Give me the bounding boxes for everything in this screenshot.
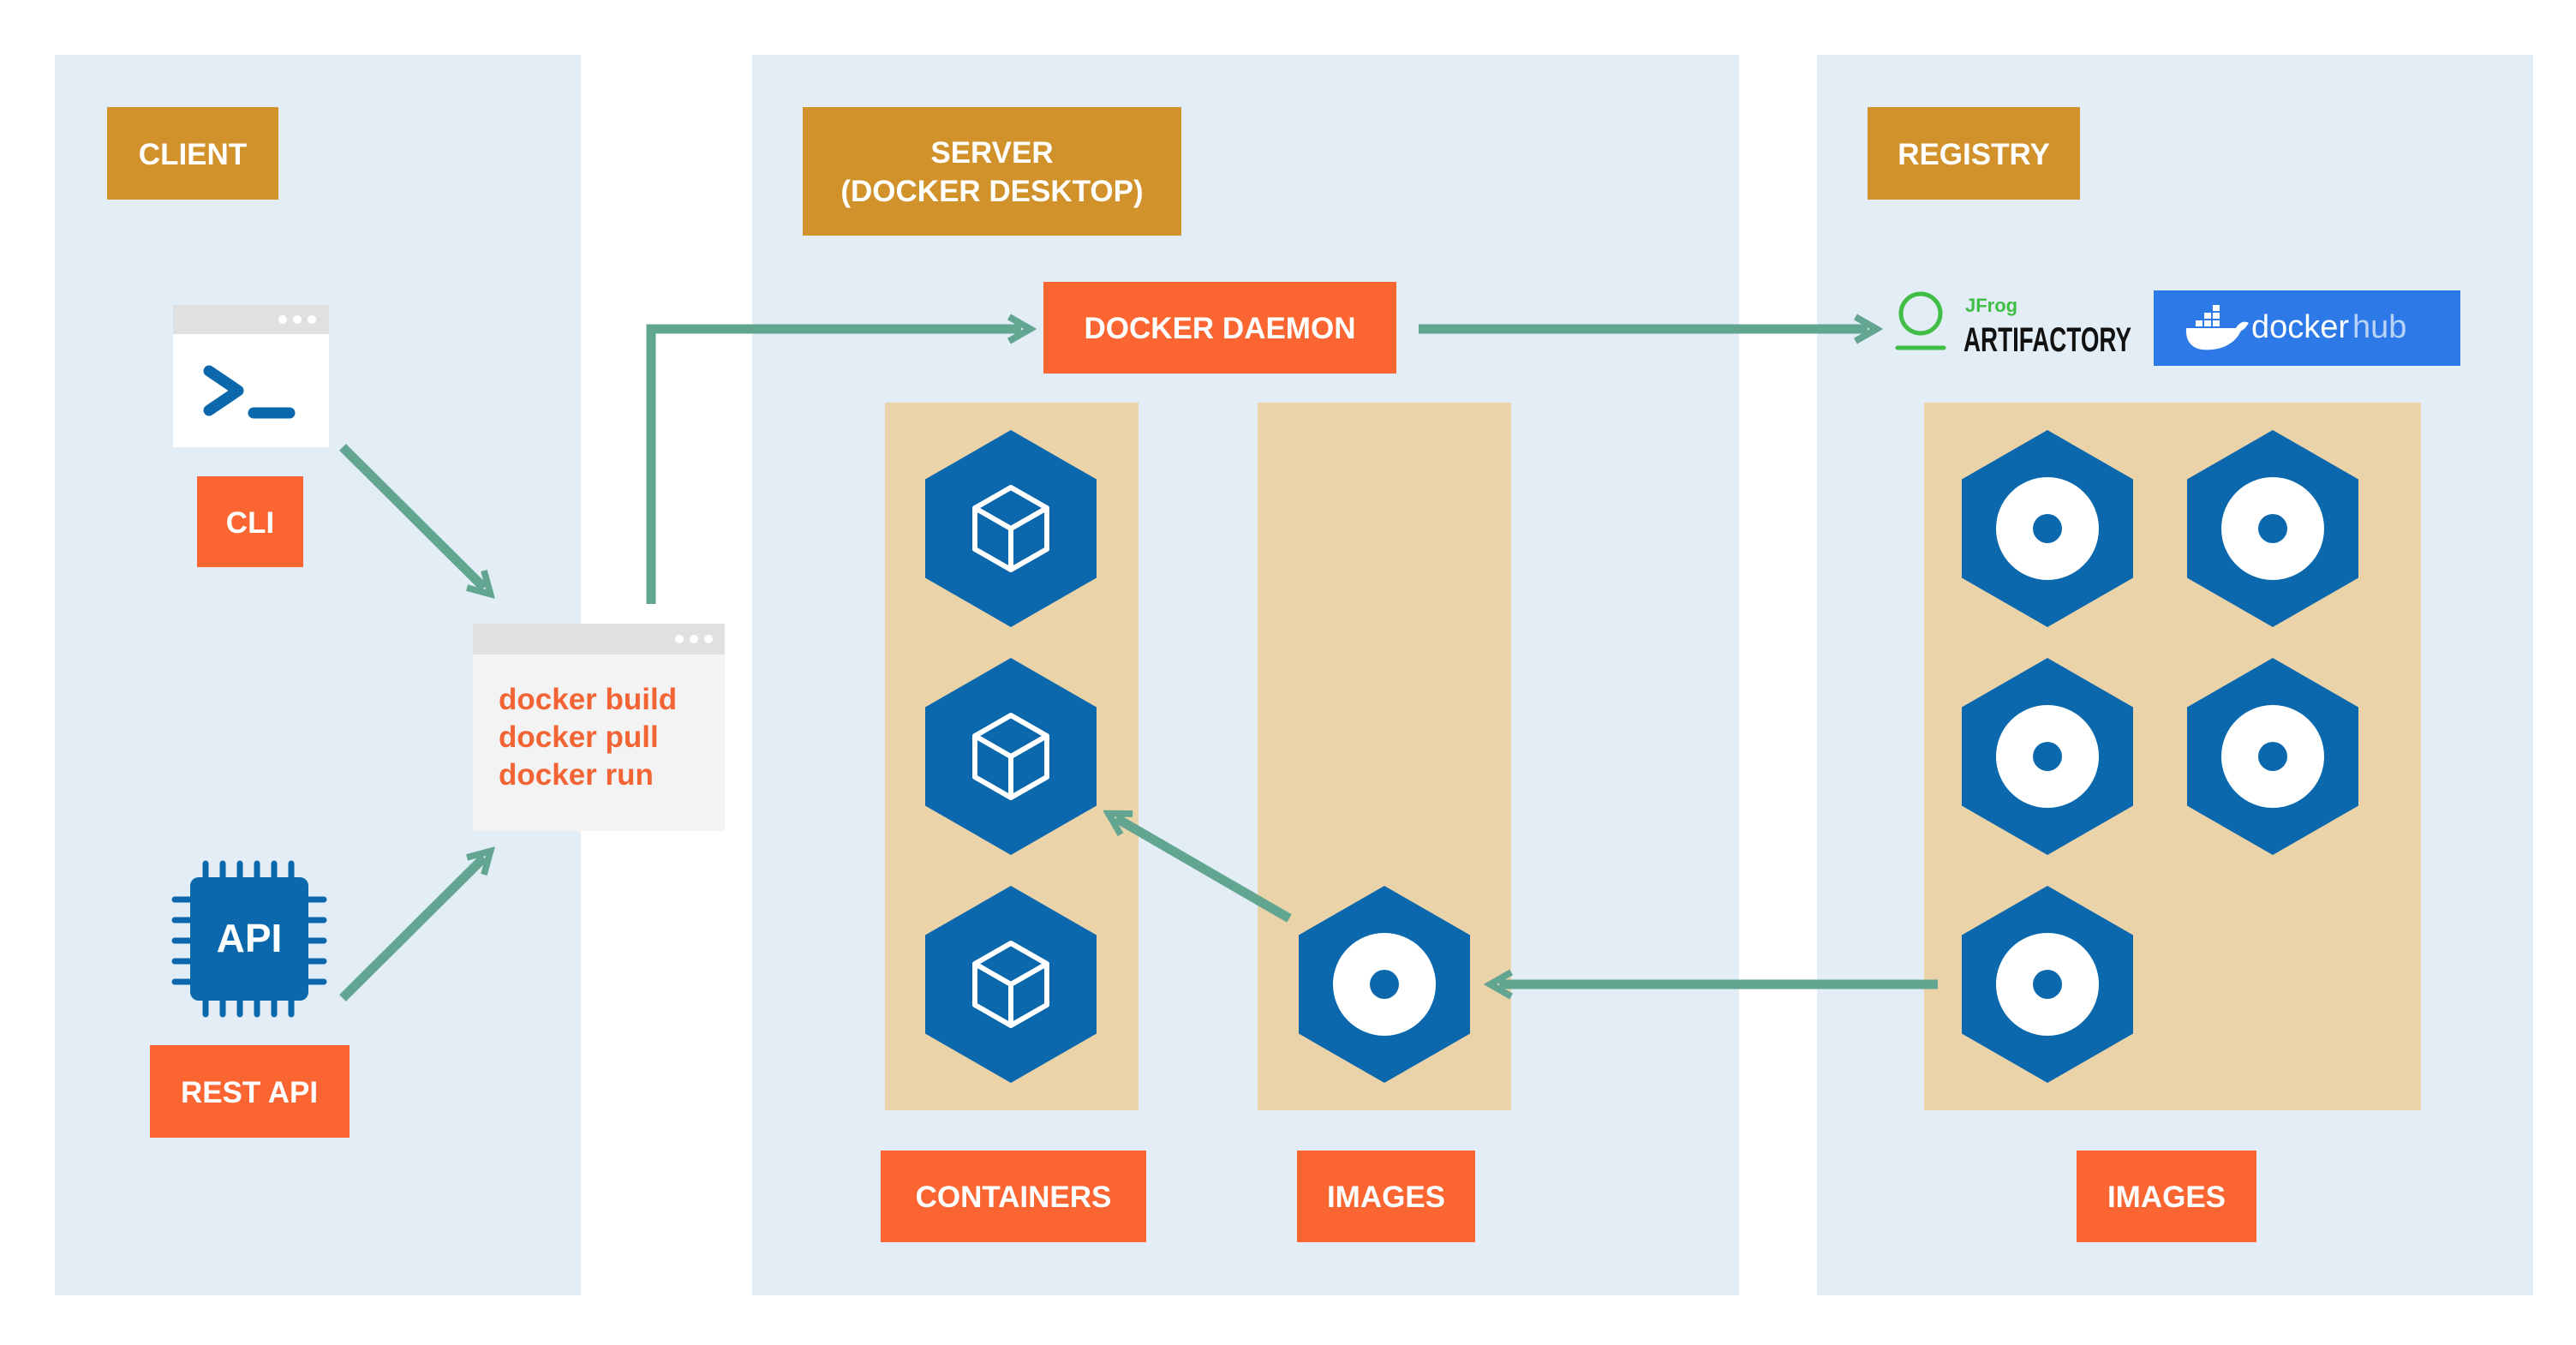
rest-api-label: REST API: [150, 1045, 350, 1138]
container-hex: [925, 886, 1097, 1083]
chip-icon: API: [171, 860, 327, 1018]
registry-title-tag: REGISTRY: [1868, 107, 2080, 200]
containers-label: CONTAINERS: [881, 1151, 1146, 1242]
svg-text:CLI: CLI: [226, 506, 274, 540]
artifactory-text: ARTIFACTORY: [1963, 321, 2131, 359]
arrow-commands-to-daemon: [646, 329, 1021, 604]
commands-window: docker build docker pull docker run: [473, 624, 725, 831]
docker-hub-word1: docker: [2251, 309, 2349, 345]
arrow-image-to-container: [1116, 818, 1292, 923]
registry-title: REGISTRY: [1898, 138, 2050, 171]
registry-image-hex: [1962, 430, 2133, 627]
registry-image-hex: [2187, 430, 2358, 627]
terminal-icon: [173, 305, 329, 447]
arrow-api-to-commands: [339, 858, 484, 1001]
svg-text:DOCKER DAEMON: DOCKER DAEMON: [1085, 312, 1356, 345]
svg-text:REST API: REST API: [181, 1076, 318, 1109]
server-title-line1: SERVER: [930, 136, 1053, 170]
docker-whale-icon: [2185, 305, 2249, 350]
registry-images-label: IMAGES: [2077, 1151, 2256, 1242]
jfrog-small-text: JFrog: [1965, 295, 2017, 316]
arrow-cli-to-commands: [339, 444, 484, 588]
server-title-line2: (DOCKER DESKTOP): [840, 175, 1143, 208]
server-images-label: IMAGES: [1297, 1151, 1475, 1242]
docker-hub-logo: docker hub: [2154, 290, 2460, 366]
command-run: docker run: [499, 758, 654, 792]
container-hex: [925, 658, 1097, 855]
registry-image-hex: [1962, 658, 2133, 855]
server-title-tag: SERVER (DOCKER DESKTOP): [803, 107, 1181, 236]
registry-image-hexes: [1962, 430, 2358, 1083]
client-title: CLIENT: [139, 138, 247, 171]
registry-image-hex: [2187, 658, 2358, 855]
jfrog-artifactory-logo: JFrog ARTIFACTORY: [1895, 291, 2131, 359]
container-hexes: [925, 430, 1097, 1083]
command-pull: docker pull: [499, 720, 659, 754]
registry-image-hex: [1962, 886, 2133, 1083]
api-chip-text: API: [217, 916, 283, 960]
cli-label: CLI: [197, 476, 303, 567]
docker-daemon: DOCKER DAEMON: [1043, 282, 1396, 374]
svg-text:IMAGES: IMAGES: [1327, 1181, 1445, 1214]
server-image-hex: [1299, 886, 1470, 1083]
client-title-tag: CLIENT: [107, 107, 278, 200]
docker-hub-word2: hub: [2352, 309, 2406, 345]
container-hex: [925, 430, 1097, 627]
svg-text:CONTAINERS: CONTAINERS: [916, 1181, 1112, 1214]
svg-text:IMAGES: IMAGES: [2107, 1181, 2226, 1214]
command-build: docker build: [499, 683, 677, 716]
